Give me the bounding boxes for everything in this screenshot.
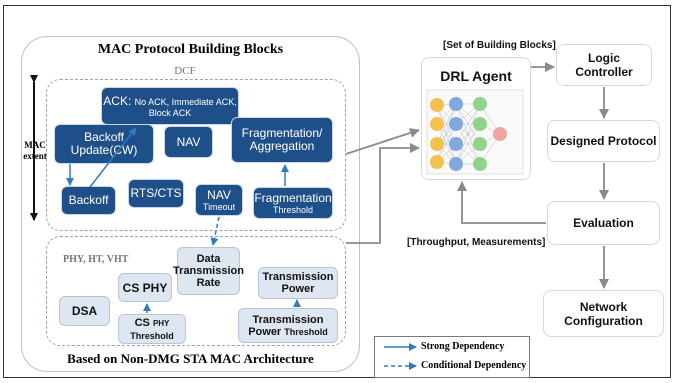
cs-phy-block: CS PHY: [118, 273, 172, 302]
fragmentation-aggregation-block: Fragmentation/ Aggregation: [231, 117, 333, 163]
legend-conditional-label: Conditional Dependency: [421, 360, 527, 371]
tx-power-threshold-line2: Power Threshold: [248, 326, 328, 338]
phy-label: PHY, HT, VHT: [63, 254, 129, 265]
logic-controller-line2: Controller: [575, 65, 633, 79]
evaluation-box: Evaluation: [547, 201, 660, 245]
feedback-label: [Throughput, Measurements]: [407, 237, 546, 248]
data-rate-line1: Data: [196, 253, 221, 265]
dsa-label: DSA: [71, 304, 98, 318]
data-transmission-rate-block: Data Transmission Rate: [173, 247, 244, 295]
tx-power-line1: Transmission: [262, 271, 334, 283]
dsa-block: DSA: [59, 296, 110, 326]
ack-line1: ACK: No ACK, Immediate ACK,: [103, 93, 237, 108]
flow-arrow-phy-to-agent: [346, 143, 420, 244]
cond-arrow-nav-timeout-to-rate: [210, 216, 220, 246]
fragmentation-line2: Aggregation: [249, 139, 315, 153]
transmission-power-block: Transmission Power: [258, 267, 338, 299]
legend-strong-label: Strong Dependency: [421, 341, 505, 352]
flow-arrow-dcf-to-agent: [345, 128, 420, 155]
transmission-power-threshold-block: Transmission Power Threshold: [238, 308, 338, 343]
nav-block: NAV: [164, 126, 213, 158]
nav-label: NAV: [176, 134, 201, 149]
cs-phy-threshold-sub: PHY: [152, 318, 170, 328]
designed-protocol-box: Designed Protocol: [547, 120, 660, 162]
network-config-line2: Configuration: [564, 313, 643, 328]
designed-protocol-label: Designed Protocol: [550, 134, 657, 148]
mac-footer: Based on Non-DMG STA MAC Architecture: [67, 351, 314, 366]
tx-power-line2: Power: [281, 283, 315, 295]
set-of-building-blocks-label: [Set of Building Blocks]: [443, 40, 556, 51]
nav-timeout-main: NAV: [207, 187, 231, 202]
dep-arrow-backoff-to-ack: [89, 127, 137, 188]
neural-network-icon: [426, 89, 524, 175]
cs-phy-threshold-main: CS: [134, 316, 150, 329]
cs-phy-threshold-line2: Threshold: [130, 330, 174, 341]
frag-threshold-main: Fragmentation: [254, 190, 332, 205]
network-config-line1: Network: [579, 299, 628, 314]
legend-box: [374, 336, 530, 378]
frag-threshold-sub: Threshold: [272, 204, 314, 215]
fragmentation-threshold-block: Fragmentation Threshold: [253, 187, 333, 219]
ack-main: ACK:: [103, 93, 132, 108]
flow-arrow-evaluation-to-agent: [457, 181, 546, 224]
nav-timeout-block: NAV Timeout: [195, 184, 243, 216]
evaluation-label: Evaluation: [573, 216, 634, 230]
rts-cts-label: RTS/CTS: [130, 186, 182, 200]
phy-group: [46, 236, 346, 346]
cs-phy-threshold-block: CS PHY Threshold: [118, 314, 186, 344]
fragmentation-line1: Fragmentation/: [241, 126, 323, 140]
tx-power-threshold-line1: Transmission: [252, 313, 324, 326]
dcf-label: DCF: [174, 65, 196, 77]
nav-timeout-sub: Timeout: [202, 201, 236, 212]
cs-phy-label: CS PHY: [122, 280, 168, 295]
rts-cts-block: RTS/CTS: [128, 179, 184, 208]
network-configuration-box: Network Configuration: [543, 290, 664, 337]
logic-controller-line1: Logic: [588, 51, 620, 65]
tx-power-threshold-sub: Threshold: [284, 326, 328, 337]
drl-agent-label: DRL Agent: [440, 68, 512, 84]
backoff-label: Backoff: [68, 193, 109, 207]
ack-detail2: Block ACK: [148, 107, 192, 118]
dcf-group: [46, 79, 346, 231]
backoff-block: Backoff: [61, 186, 116, 215]
tx-power-threshold-power: Power: [248, 325, 282, 338]
ack-detail: No ACK, Immediate ACK,: [134, 96, 237, 107]
data-rate-line3: Rate: [196, 277, 221, 289]
data-rate-line2: Transmission: [173, 265, 244, 277]
logic-controller-box: Logic Controller: [556, 44, 652, 86]
cs-phy-threshold-line1: CS PHY: [135, 317, 170, 330]
ack-block: ACK: No ACK, Immediate ACK, Block ACK: [101, 87, 239, 125]
backoff-update-line1: Backoff: [84, 130, 124, 144]
figure-frame: [3, 5, 671, 378]
mac-title: MAC Protocol Building Blocks: [97, 42, 284, 57]
